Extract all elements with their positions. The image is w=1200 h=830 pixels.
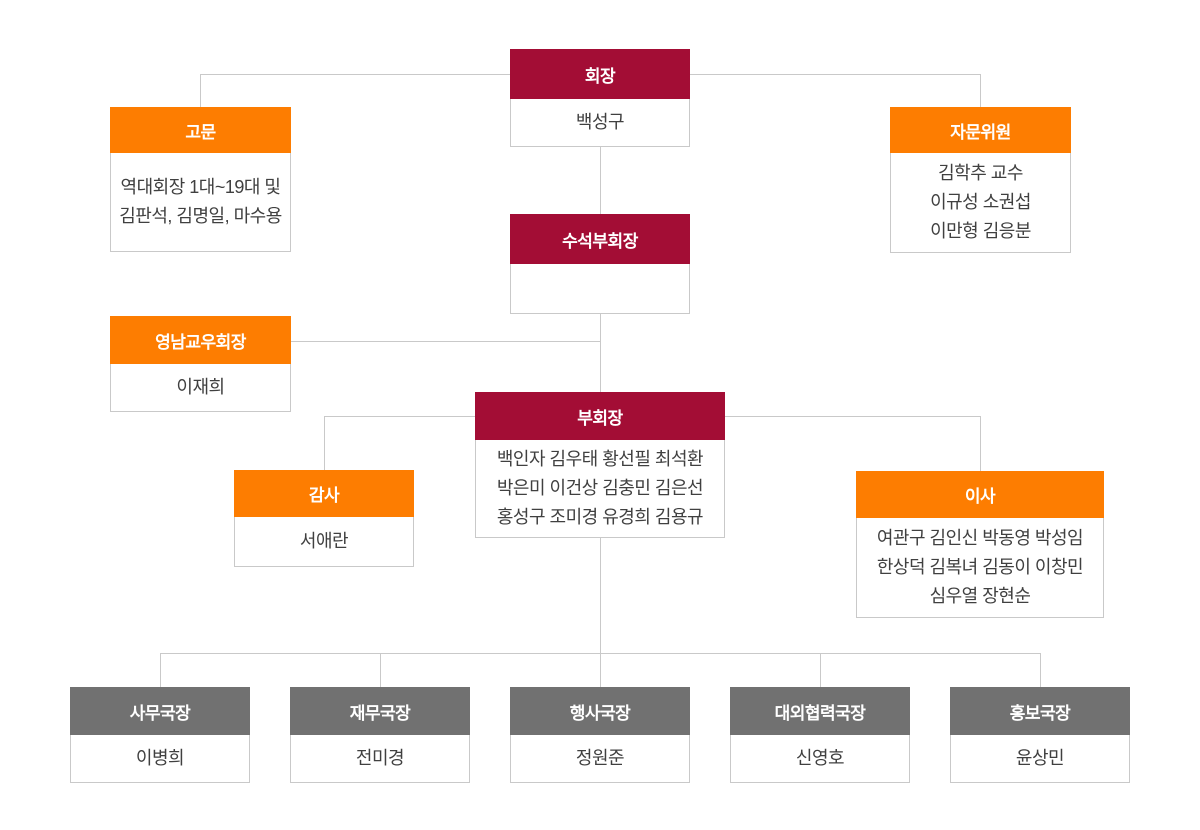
connector-line [820, 653, 821, 687]
member-name: 김판석, 김명일, 마수용 [119, 206, 282, 226]
connector-line [600, 314, 601, 392]
org-box-chairman-title: 회장 [510, 49, 690, 99]
org-box-senior-vice-chairman-title: 수석부회장 [510, 214, 690, 264]
connector-line [291, 341, 600, 342]
member-name: 김학추 교수 [938, 163, 1023, 183]
org-box-events-director-title: 행사국장 [510, 687, 690, 735]
connector-line [600, 147, 601, 214]
connector-line [380, 653, 381, 687]
org-box-vice-chairman-title: 부회장 [475, 392, 725, 440]
org-box-chairman: 회장 백성구 [510, 49, 690, 147]
connector-line [324, 416, 475, 417]
org-box-finance-director-title: 재무국장 [290, 687, 470, 735]
member-name: 한상덕 김복녀 김동이 이창민 [876, 557, 1084, 577]
org-box-secretary-general-title: 사무국장 [70, 687, 250, 735]
org-box-pr-director-title: 홍보국장 [950, 687, 1130, 735]
org-box-finance-director: 재무국장 전미경 [290, 687, 470, 783]
org-box-auditor: 감사 서애란 [234, 470, 414, 567]
org-box-auditor-title: 감사 [234, 470, 414, 517]
org-box-pr-director: 홍보국장 윤상민 [950, 687, 1130, 783]
connector-line [1040, 653, 1041, 687]
connector-line [324, 416, 325, 470]
connector-line [600, 653, 601, 687]
org-box-advisors-title: 고문 [110, 107, 291, 153]
member-name: 박은미 이건상 김충민 김은선 [496, 478, 704, 498]
member-name: 역대회장 1대~19대 및 [120, 177, 281, 197]
connector-line [200, 74, 201, 107]
org-box-advisors: 고문 역대회장 1대~19대 및 김판석, 김명일, 마수용 [110, 107, 291, 252]
member-name: 정원준 [575, 748, 625, 768]
connector-line [160, 653, 161, 687]
member-name: 홍성구 조미경 유경희 김용규 [496, 507, 704, 527]
connector-line [600, 538, 601, 653]
org-box-directors: 이사 여관구 김인신 박동영 박성임 한상덕 김복녀 김동이 이창민 심우열 장… [856, 471, 1104, 618]
connector-line [725, 416, 980, 417]
org-box-events-director: 행사국장 정원준 [510, 687, 690, 783]
org-box-yeongnam-alumni-chair: 영남교우회장 이재희 [110, 316, 291, 412]
member-name: 전미경 [355, 748, 405, 768]
connector-line [980, 416, 981, 471]
member-name: 심우열 장현순 [929, 586, 1031, 606]
member-name: 신영호 [795, 748, 845, 768]
member-name: 서애란 [299, 531, 349, 551]
org-box-secretary-general: 사무국장 이병희 [70, 687, 250, 783]
member-name: 여관구 김인신 박동영 박성임 [876, 528, 1084, 548]
member-name: 백성구 [575, 112, 625, 132]
org-box-external-relations-director-title: 대외협력국장 [730, 687, 910, 735]
org-box-yeongnam-alumni-chair-title: 영남교우회장 [110, 316, 291, 364]
member-name: 이재희 [176, 377, 225, 397]
org-box-advisory-committee: 자문위원 김학추 교수 이규성 소권섭 이만형 김응분 [890, 107, 1071, 253]
org-box-senior-vice-chairman: 수석부회장 [510, 214, 690, 314]
connector-line [200, 74, 510, 75]
org-box-vice-chairman: 부회장 백인자 김우태 황선필 최석환 박은미 이건상 김충민 김은선 홍성구 … [475, 392, 725, 538]
connector-line [980, 74, 981, 107]
member-name: 백인자 김우태 황선필 최석환 [496, 449, 704, 469]
connector-line [690, 74, 980, 75]
member-name: 윤상민 [1015, 748, 1065, 768]
org-box-external-relations-director: 대외협력국장 신영호 [730, 687, 910, 783]
member-name: 이만형 김응분 [930, 221, 1031, 241]
member-name: 이규성 소권섭 [930, 192, 1031, 212]
org-box-advisory-committee-title: 자문위원 [890, 107, 1071, 153]
member-name: 이병희 [135, 748, 185, 768]
org-box-directors-title: 이사 [856, 471, 1104, 518]
